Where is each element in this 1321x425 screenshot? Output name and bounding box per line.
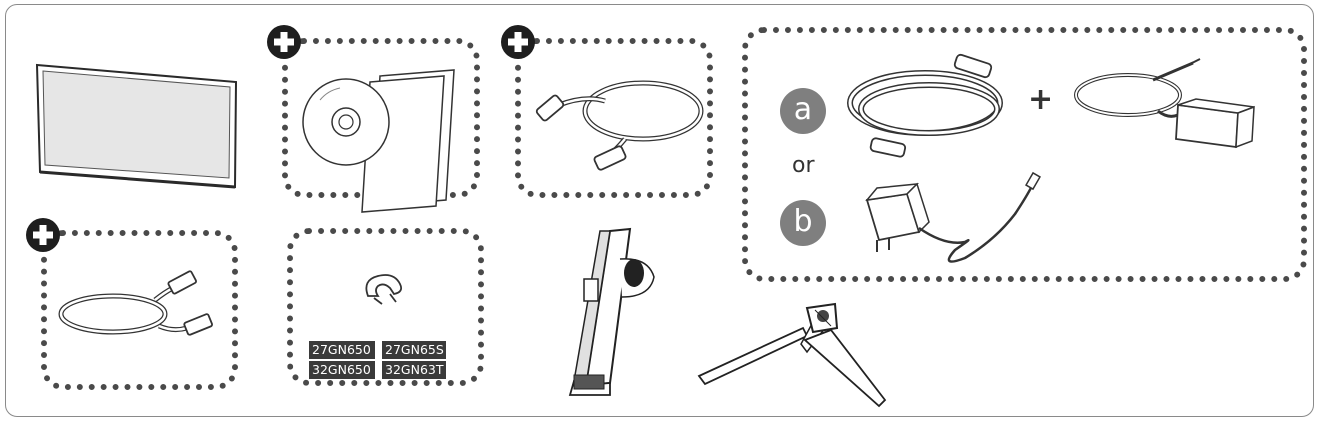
usb-cable-icon bbox=[535, 80, 704, 171]
plus-sign: + bbox=[1028, 82, 1054, 117]
or-label: or bbox=[792, 153, 815, 178]
model-tag: 27GN65S bbox=[382, 341, 446, 359]
stand-base-illustration bbox=[697, 302, 887, 408]
cable-clamp-icon bbox=[365, 274, 403, 305]
model-tag: 27GN650 bbox=[309, 341, 375, 359]
hdmi-cable-icon bbox=[58, 270, 213, 336]
wall-adapter-icon bbox=[865, 171, 1041, 263]
model-tag: 32GN63T bbox=[382, 361, 446, 379]
option-a-badge: a bbox=[780, 88, 826, 134]
stand-body-illustration bbox=[568, 227, 655, 396]
components-frame bbox=[5, 4, 1314, 417]
model-tag: 32GN650 bbox=[309, 361, 375, 379]
power-cord-icon bbox=[847, 53, 1003, 158]
monitor-illustration bbox=[35, 63, 238, 189]
cable-clamp-box bbox=[287, 228, 484, 386]
hdmi-cable-box bbox=[41, 230, 238, 390]
power-options-box bbox=[742, 27, 1307, 282]
plus-circle-icon bbox=[267, 25, 301, 59]
plus-circle-icon bbox=[501, 25, 535, 59]
ac-adapter-icon bbox=[1074, 58, 1255, 149]
usb-cable-box bbox=[515, 38, 713, 198]
option-b-badge: b bbox=[780, 200, 826, 246]
plus-circle-icon bbox=[26, 218, 60, 252]
cd-disc-icon bbox=[302, 69, 455, 213]
